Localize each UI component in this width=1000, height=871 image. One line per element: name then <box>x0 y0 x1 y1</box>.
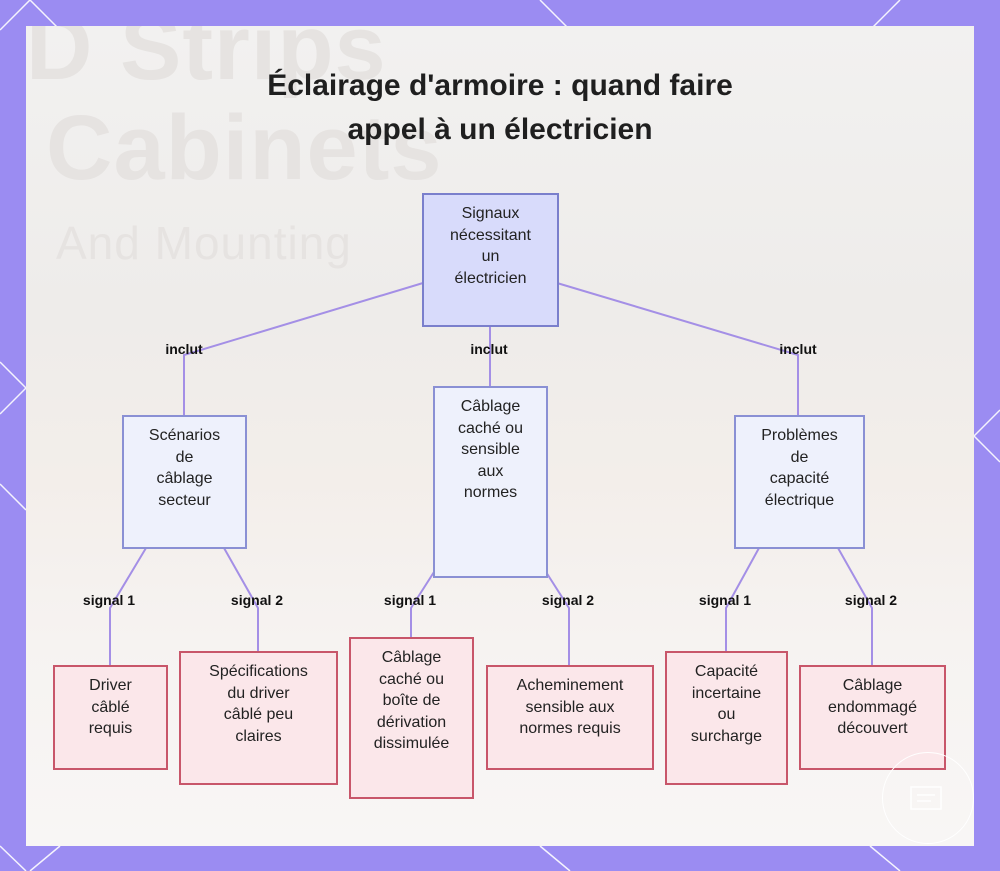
title-line-2: appel à un électricien <box>347 113 653 146</box>
edge-mid-leaf3 <box>410 571 435 637</box>
page-title: Éclairage d'armoire : quand faire appel … <box>0 64 1000 152</box>
title-line-1: Éclairage d'armoire : quand faire <box>267 69 733 102</box>
node-wiring-scenarios: Scénarios de câblage secteur <box>122 415 247 549</box>
edge-label-includes-mid: inclut <box>470 341 508 357</box>
background-text-1: D Strips <box>26 26 387 99</box>
edge-mid-leaf4 <box>545 571 570 665</box>
edge-label-signal1-right: signal 1 <box>698 592 752 608</box>
node-hidden-junction: Câblage caché ou boîte de dérivation dis… <box>349 637 474 799</box>
edge-label-signal1-left: signal 1 <box>82 592 136 608</box>
edge-label-signal1-mid: signal 1 <box>383 592 437 608</box>
edge-label-signal2-mid: signal 2 <box>541 592 595 608</box>
node-uncertain-capacity: Capacité incertaine ou surcharge <box>665 651 788 785</box>
node-root: Signaux nécessitant un électricien <box>422 193 559 327</box>
edge-label-includes-left: inclut <box>165 341 203 357</box>
node-capacity-problems: Problèmes de capacité électrique <box>734 415 865 549</box>
node-unclear-specs: Spécifications du driver câblé peu clair… <box>179 651 338 785</box>
edge-label-signal2-left: signal 2 <box>230 592 284 608</box>
node-hidden-wiring: Câblage caché ou sensible aux normes <box>433 386 548 578</box>
background-text-2: Cabinets <box>46 97 443 199</box>
background-text-3: And Mounting <box>56 217 352 269</box>
node-code-routing: Acheminement sensible aux normes requis <box>486 665 654 770</box>
edge-left-leaf1 <box>109 547 147 665</box>
edge-right-leaf5 <box>725 547 760 651</box>
edge-root-left <box>183 282 424 415</box>
edge-left-leaf2 <box>223 547 259 651</box>
edge-label-includes-right: inclut <box>779 341 817 357</box>
edge-right-leaf6 <box>837 547 873 665</box>
edge-root-right <box>556 282 799 415</box>
watermark-logo <box>882 752 974 844</box>
node-hardwired-driver: Driver câblé requis <box>53 665 168 770</box>
edge-label-signal2-right: signal 2 <box>844 592 898 608</box>
logo-icon <box>910 786 942 810</box>
